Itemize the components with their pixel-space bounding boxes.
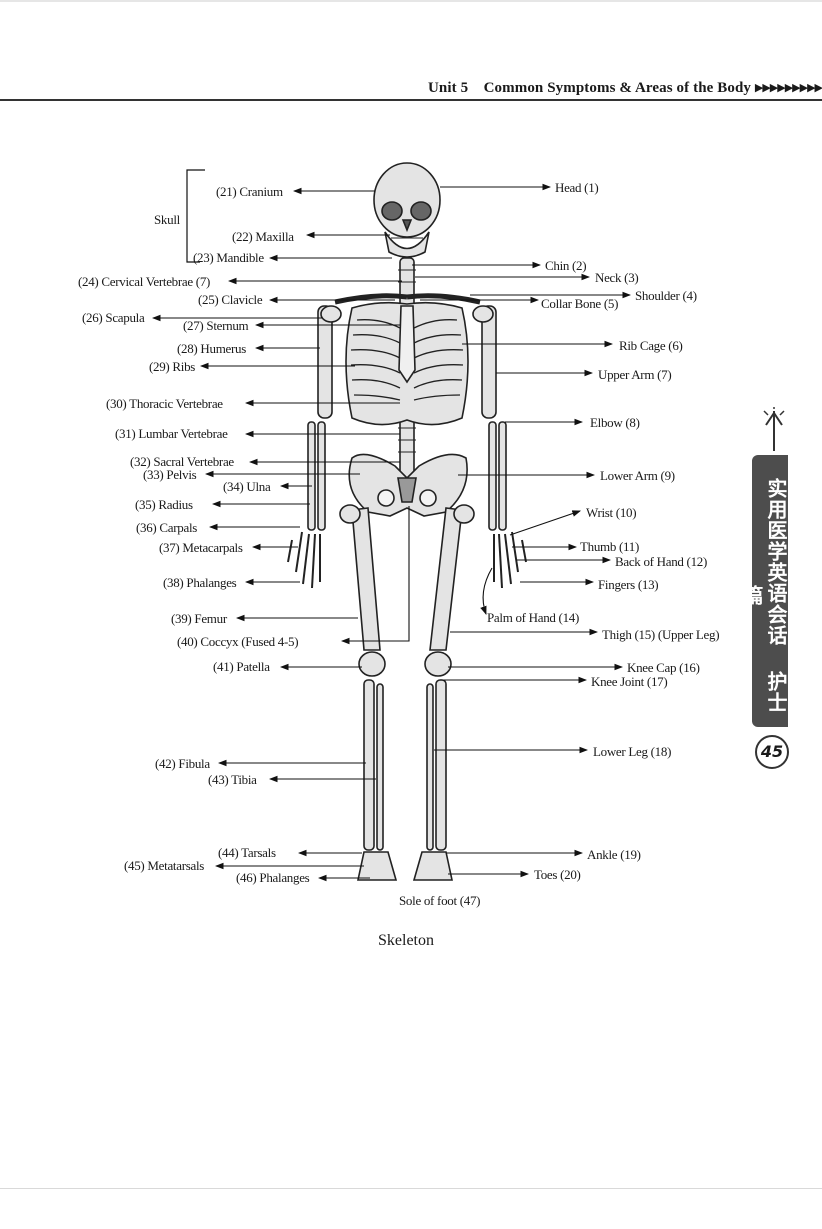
label-palm-of-hand: Palm of Hand (14) (487, 610, 580, 625)
label-upper-arm: Upper Arm (7) (598, 367, 672, 382)
bottom-edge-line (0, 1188, 822, 1189)
label-fingers: Fingers (13) (598, 577, 659, 592)
side-tab (752, 455, 788, 727)
label-phalanges-foot: (46) Phalanges (236, 870, 310, 885)
header-arrows: ▶▶▶▶▶▶▶▶▶ (754, 82, 822, 94)
label-lumbar-vertebrae: (31) Lumbar Vertebrae (115, 426, 228, 441)
header-title: Common Symptoms & Areas of the Body (483, 80, 751, 96)
label-cranium: (21) Cranium (216, 184, 283, 199)
label-shoulder: Shoulder (4) (635, 288, 697, 303)
label-knee-cap: Knee Cap (16) (627, 660, 700, 675)
label-patella: (41) Patella (213, 659, 270, 674)
label-ulna: (34) Ulna (223, 479, 271, 494)
label-coccyx: (40) Coccyx (Fused 4-5) (177, 634, 299, 649)
label-thumb: Thumb (11) (580, 539, 639, 554)
label-back-of-hand: Back of Hand (12) (615, 554, 708, 569)
sparkle-arrow-icon (763, 407, 785, 451)
label-maxilla: (22) Maxilla (232, 229, 294, 244)
side-tab-text: 实用医学英语会话 护士篇 (740, 477, 788, 713)
figure-caption: Skeleton (378, 932, 434, 949)
label-elbow: Elbow (8) (590, 415, 640, 430)
label-metacarpals: (37) Metacarpals (159, 540, 243, 555)
label-mandible: (23) Mandible (193, 250, 264, 265)
leader-lines (151, 183, 632, 882)
label-fibula: (42) Fibula (155, 756, 210, 771)
label-metatarsals: (45) Metatarsals (124, 858, 205, 873)
coccyx-leader (340, 506, 410, 645)
label-lower-arm: Lower Arm (9) (600, 468, 675, 483)
label-femur: (39) Femur (171, 611, 227, 626)
label-toes: Toes (20) (534, 867, 581, 882)
label-carpals: (36) Carpals (136, 520, 198, 535)
label-sacral-vertebrae: (32) Sacral Vertebrae (130, 454, 234, 469)
label-knee-joint: Knee Joint (17) (591, 674, 668, 689)
label-scapula: (26) Scapula (82, 310, 145, 325)
label-sternum: (27) Sternum (183, 318, 249, 333)
label-rib-cage: Rib Cage (6) (619, 338, 683, 353)
skull-bracket (186, 169, 205, 263)
label-humerus: (28) Humerus (177, 341, 246, 356)
palm-leader (480, 567, 493, 616)
label-collar-bone: Collar Bone (5) (541, 296, 619, 311)
header-rule (0, 99, 822, 101)
label-tarsals: (44) Tarsals (218, 845, 276, 860)
running-header: Unit 5 Common Symptoms & Areas of the Bo… (428, 80, 822, 100)
label-sole-of-foot: Sole of foot (47) (399, 893, 481, 908)
header-unit: Unit 5 (428, 80, 469, 96)
label-ankle: Ankle (19) (587, 847, 641, 862)
label-cervical-vertebrae: (24) Cervical Vertebrae (7) (78, 274, 211, 289)
label-phalanges-hand: (38) Phalanges (163, 575, 237, 590)
label-thoracic-vertebrae: (30) Thoracic Vertebrae (106, 396, 223, 411)
label-chin: Chin (2) (545, 258, 587, 273)
label-skull: Skull (154, 212, 180, 227)
label-ribs: (29) Ribs (149, 359, 196, 374)
label-radius: (35) Radius (135, 497, 193, 512)
label-thigh: Thigh (15) (Upper Leg) (602, 627, 720, 642)
label-wrist: Wrist (10) (586, 505, 637, 520)
label-clavicle: (25) Clavicle (198, 292, 263, 307)
page-number: 45 (755, 735, 789, 769)
top-edge-line (0, 0, 822, 2)
label-tibia: (43) Tibia (208, 772, 257, 787)
label-neck: Neck (3) (595, 270, 639, 285)
label-pelvis: (33) Pelvis (143, 467, 197, 482)
skeleton-drawing (287, 162, 527, 881)
label-lower-leg: Lower Leg (18) (593, 744, 672, 759)
label-head: Head (1) (555, 180, 599, 195)
